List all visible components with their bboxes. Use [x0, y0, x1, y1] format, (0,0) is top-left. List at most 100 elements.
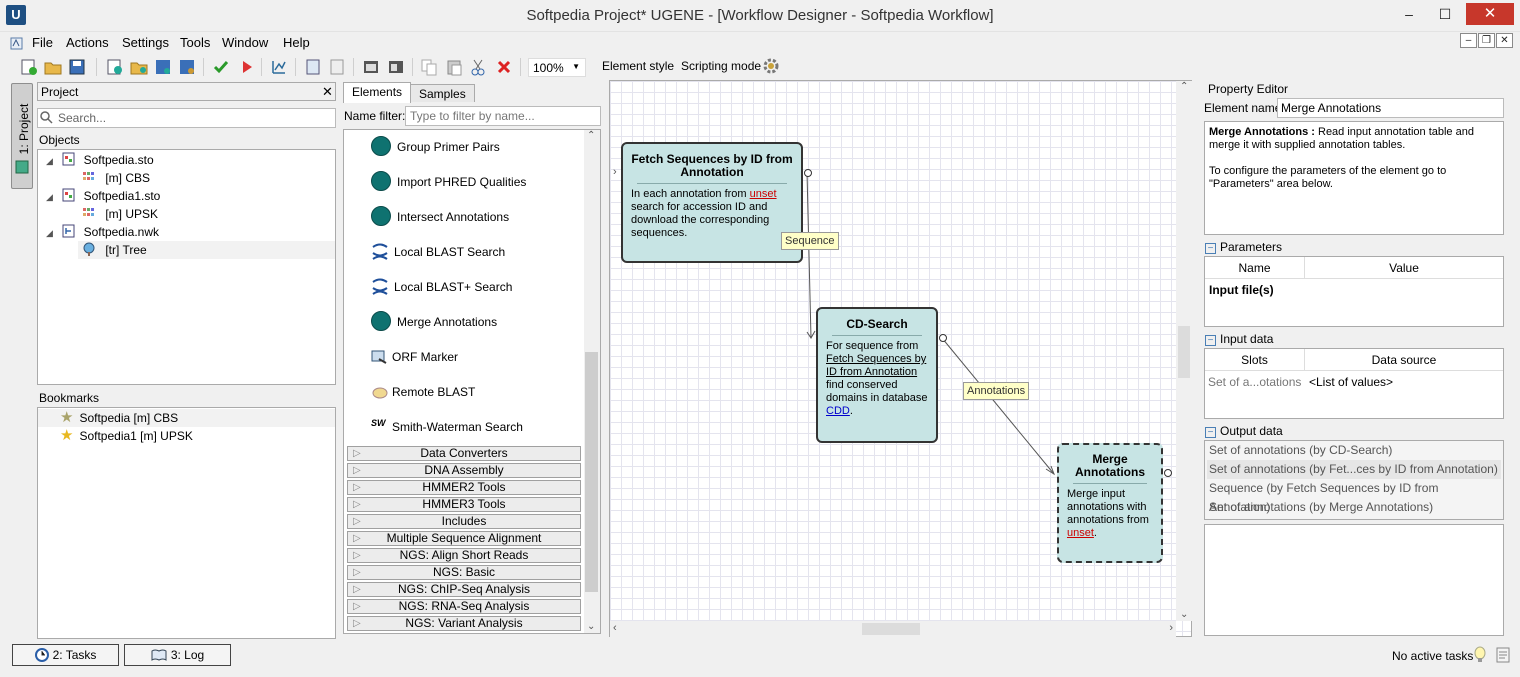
paste-icon[interactable] [445, 58, 463, 76]
scroll-down-icon[interactable]: ⌄ [1180, 609, 1189, 620]
canvas-horizontal-scrollbar[interactable]: ‹ › [610, 621, 1176, 637]
configure-wizard-icon[interactable] [304, 58, 322, 76]
name-filter-input[interactable]: Type to filter by name... [405, 106, 601, 126]
unset-link[interactable]: unset [749, 188, 777, 200]
tree-item-cbs[interactable]: [m] CBS [82, 169, 150, 187]
group-ngs-align[interactable]: ▷NGS: Align Short Reads [347, 548, 581, 563]
canvas-vertical-scrollbar[interactable]: ⌃ ⌄ [1176, 81, 1192, 621]
unset-link[interactable]: unset [1067, 527, 1094, 539]
scroll-right-icon[interactable]: › [1169, 622, 1173, 634]
tree-item-softpedia-nwk[interactable]: ◢ Softpedia.nwk [46, 224, 159, 239]
delete-icon[interactable] [495, 58, 513, 76]
elements-scroll-thumb[interactable] [585, 352, 598, 592]
validate-check-icon[interactable] [212, 58, 230, 76]
save-workflow-icon[interactable] [154, 58, 172, 76]
new-workflow-icon[interactable] [106, 58, 124, 76]
save-workflow-as-icon[interactable] [178, 58, 196, 76]
tree-item-tree[interactable]: [tr] Tree [78, 241, 335, 259]
workflow-node-fetch-sequences[interactable]: Fetch Sequences by ID from Annotation In… [621, 142, 803, 263]
menu-tools[interactable]: Tools [180, 35, 211, 50]
cdd-link[interactable]: CDD [826, 405, 850, 417]
workflow-node-cd-search[interactable]: CD-Search For sequence from Fetch Sequen… [816, 307, 938, 443]
save-icon[interactable] [68, 58, 86, 76]
output-port[interactable] [939, 334, 947, 342]
menu-app-icon[interactable] [10, 37, 23, 50]
param-input-files[interactable]: Input file(s) [1209, 283, 1274, 297]
group-ngs-rna[interactable]: ▷NGS: RNA-Seq Analysis [347, 599, 581, 614]
menu-window[interactable]: Window [222, 35, 269, 50]
notifications-icon[interactable] [1496, 647, 1510, 663]
scroll-left-icon[interactable]: ‹ [613, 622, 617, 634]
group-msa[interactable]: ▷Multiple Sequence Alignment [347, 531, 581, 546]
new-project-icon[interactable] [20, 58, 38, 76]
close-window-button[interactable]: ✕ [1466, 3, 1514, 25]
group-ngs-chip[interactable]: ▷NGS: ChIP-Seq Analysis [347, 582, 581, 597]
output-port[interactable] [1164, 469, 1172, 477]
link-label-annotations[interactable]: Annotations [963, 382, 1030, 400]
expand-arrow-icon[interactable]: ◢ [46, 156, 53, 166]
group-ngs-basic[interactable]: ▷NGS: Basic [347, 565, 581, 580]
tree-item-upsk[interactable]: [m] UPSK [82, 205, 158, 223]
workflow-node-merge-annotations[interactable]: Merge Annotations Merge input annotation… [1057, 443, 1163, 563]
input-port[interactable] [808, 333, 814, 341]
bookmark-item[interactable]: ★Softpedia [m] CBS [38, 409, 335, 427]
tree-item-softpedia-sto[interactable]: ◢ Softpedia.sto [46, 152, 154, 167]
tree-item-softpedia1-sto[interactable]: ◢ Softpedia1.sto [46, 188, 161, 203]
project-search-input[interactable]: Search... [37, 108, 336, 128]
log-button[interactable]: 3: Log [124, 644, 231, 666]
menu-actions[interactable]: Actions [66, 35, 109, 50]
project-side-tab[interactable]: 1: Project [11, 83, 33, 189]
tab-elements[interactable]: Elements [343, 82, 412, 103]
expand-arrow-icon[interactable]: ◢ [46, 228, 53, 238]
project-panel-close-icon[interactable]: ✕ [322, 84, 333, 99]
fetch-sequences-link[interactable]: Fetch Sequences by ID from Annotation [826, 353, 927, 378]
menu-file[interactable]: File [32, 35, 53, 50]
ugene-app-icon[interactable]: U [6, 5, 26, 25]
group-hmmer2-tools[interactable]: ▷HMMER2 Tools [347, 480, 581, 495]
copy-element-icon[interactable] [362, 58, 380, 76]
mdi-minimize-button[interactable]: – [1460, 33, 1477, 48]
menu-help[interactable]: Help [283, 35, 310, 50]
expand-arrow-icon[interactable]: ◢ [46, 192, 53, 202]
mdi-restore-button[interactable]: ❐ [1478, 33, 1495, 48]
tab-samples[interactable]: Samples [410, 84, 475, 102]
element-style-menu[interactable]: Element style [602, 59, 675, 73]
group-includes[interactable]: ▷Includes [347, 514, 581, 529]
collapse-icon[interactable]: − [1205, 243, 1216, 254]
output-data-section-header[interactable]: −Output data [1205, 424, 1283, 438]
collapse-icon[interactable]: − [1205, 427, 1216, 438]
run-workflow-icon[interactable] [238, 58, 256, 76]
scroll-down-icon[interactable]: ⌄ [587, 621, 596, 632]
tasks-button[interactable]: 2: Tasks [12, 644, 119, 666]
dashboard-icon[interactable] [270, 58, 288, 76]
group-data-converters[interactable]: ▷Data Converters [347, 446, 581, 461]
element-name-input[interactable]: Merge Annotations [1277, 98, 1504, 118]
canvas-vscroll-thumb[interactable] [1178, 326, 1190, 378]
collapse-icon[interactable]: − [1205, 335, 1216, 346]
group-ngs-variant[interactable]: ▷NGS: Variant Analysis [347, 616, 581, 631]
mdi-close-button[interactable]: ✕ [1496, 33, 1513, 48]
cut-icon[interactable] [469, 58, 487, 76]
output-port[interactable] [804, 169, 812, 177]
input-data-section-header[interactable]: −Input data [1205, 332, 1273, 346]
gear-icon[interactable] [762, 57, 780, 75]
group-dna-assembly[interactable]: ▷DNA Assembly [347, 463, 581, 478]
copy-icon[interactable] [420, 58, 438, 76]
load-workflow-icon[interactable] [130, 58, 148, 76]
link-label-sequence[interactable]: Sequence [781, 232, 839, 250]
parameters-section-header[interactable]: −Parameters [1205, 240, 1282, 254]
group-hmmer3-tools[interactable]: ▷HMMER3 Tools [347, 497, 581, 512]
canvas-hscroll-thumb[interactable] [862, 623, 920, 635]
scroll-up-icon[interactable]: ⌃ [587, 130, 596, 141]
scroll-up-icon[interactable]: ⌃ [1180, 81, 1189, 92]
scripting-mode-menu[interactable]: Scripting mode [681, 59, 762, 73]
bookmark-item[interactable]: ★Softpedia1 [m] UPSK [60, 427, 193, 444]
paste-element-icon[interactable] [387, 58, 405, 76]
open-folder-icon[interactable] [44, 58, 62, 76]
zoom-select[interactable]: 100%▼ [528, 58, 586, 77]
input-data-source[interactable]: <List of values> [1309, 375, 1394, 389]
estimate-icon[interactable] [328, 58, 346, 76]
maximize-window-button[interactable]: ☐ [1438, 6, 1452, 22]
menu-settings[interactable]: Settings [122, 35, 169, 50]
elements-scrollbar[interactable]: ⌃ ⌄ [584, 130, 600, 633]
